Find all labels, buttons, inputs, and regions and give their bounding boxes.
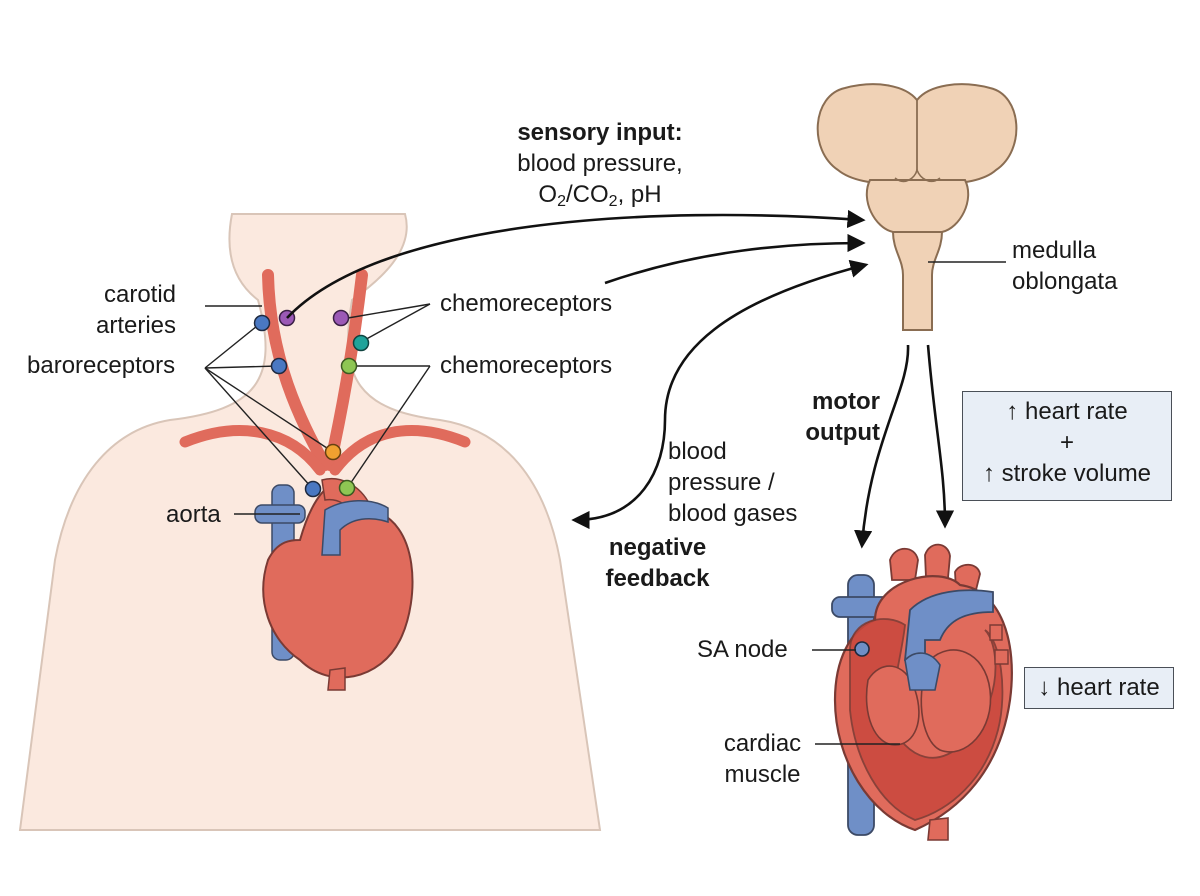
baroreceptor-aortic [304,480,322,498]
blood-pressure-gases-label: blood pressure / blood gases [668,438,798,527]
left-subclavian-artery [179,425,326,476]
chemoreceptor-aortic-green [338,479,356,497]
chemoreceptors-bottom-label: chemoreceptors [440,352,613,379]
sa-node-label: SA node [697,636,788,663]
decrease-heart-rate-box: ↓ heart rate [1024,667,1174,709]
sa-node-marker [854,641,870,657]
baroreceptor-carotid-upper [253,314,271,332]
chemoreceptor-green-neck [340,357,358,375]
medulla-oblongata-label: medulla oblongata [1012,237,1118,295]
large-heart [831,543,1013,841]
negative-feedback-label: negative feedback [605,534,710,592]
motor-arrow-right [926,344,955,529]
aorta-label: aorta [166,501,221,528]
chemoreceptor-right-carotid-upper [332,309,350,327]
sensory-arrow-upper [286,209,866,319]
sensory-input-line3: O2/CO2, pH [538,181,662,210]
chemoreceptor-right-carotid-lower [352,334,370,352]
increase-output-box: ↑ heart rate + ↑ stroke volume [962,391,1172,501]
cardiac-muscle-label: cardiac muscle [723,730,802,788]
carotid-arteries-label: carotid arteries [96,281,177,339]
left-carotid-artery [262,269,331,471]
chemoreceptors-top-label: chemoreceptors [440,290,613,317]
body-heart [254,478,414,691]
negative-feedback-arrow [571,259,869,530]
sensory-input-label: sensory input: blood pressure, O2/CO2, p… [505,117,695,210]
brain [816,83,1018,331]
sensory-input-line2: blood pressure, [517,150,683,177]
motor-arrow-left [854,344,910,549]
motor-output-label: motor output [805,388,880,446]
sensory-input-title: sensory input: [517,119,683,146]
baroreceptors-label: baroreceptors [27,352,176,379]
leader-lines-left [204,303,431,515]
chemoreceptor-aortic-orange [324,443,342,461]
right-subclavian-artery [329,425,471,476]
baroreceptor-carotid-lower [270,357,288,375]
